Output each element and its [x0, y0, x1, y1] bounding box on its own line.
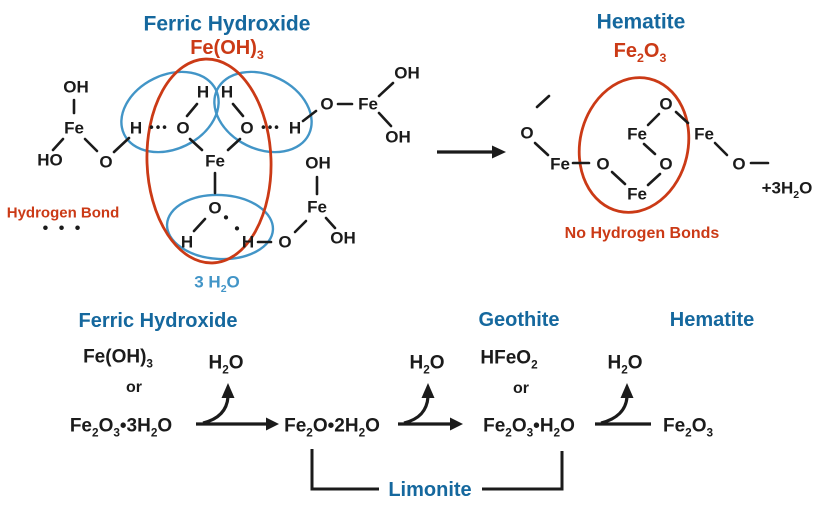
atom-label: O: [99, 152, 113, 172]
limonite-bracket: [310, 449, 564, 491]
atom-label: H: [288, 118, 302, 138]
step4-formula: Fe2O3: [662, 415, 714, 440]
atom-label: O: [208, 198, 222, 218]
atom-label: OH: [330, 228, 356, 248]
atom-label: O: [278, 232, 292, 252]
hydrogen-bond-dots: •: [234, 220, 240, 238]
atom-label: Fe: [627, 184, 647, 204]
hematite-formula: Fe2O3: [613, 40, 667, 65]
atom-label: O: [596, 154, 610, 174]
step1-title: Ferric Hydroxide: [78, 310, 238, 332]
water-out-2: H2O: [409, 352, 445, 377]
atom-label: H: [241, 232, 255, 252]
water-released-label: 3 H2O: [194, 272, 240, 295]
atom-label: OH: [385, 127, 411, 147]
atom-label: Fe: [627, 124, 647, 144]
step1-or-label: or: [126, 379, 142, 396]
atom-label: H: [129, 118, 143, 138]
bond-lines-right: [533, 94, 770, 187]
atom-label: Fe: [694, 124, 714, 144]
step3-formula: Fe2O3•H2O: [483, 415, 575, 440]
water-out-3: H2O: [607, 352, 643, 377]
atom-label: Fe: [64, 118, 84, 138]
step2-formula: Fe2O•2H2O: [284, 415, 380, 440]
main-reaction-arrow: [437, 145, 506, 159]
formula-unit-outlines: [145, 57, 691, 265]
ferric-hydroxide-title: Ferric Hydroxide: [143, 12, 311, 36]
atom-label: HO: [37, 150, 63, 170]
dehydration-arrow-2: [398, 383, 463, 431]
water-unit-outlines: [120, 70, 313, 261]
byproduct-water-label: +3H2O: [761, 178, 813, 201]
step3-or-label: or: [513, 380, 529, 397]
no-hydrogen-bonds-label: No Hydrogen Bonds: [564, 225, 720, 242]
atom-label: H: [220, 82, 234, 102]
step1-alt-formula: Fe(OH)3: [83, 346, 153, 371]
atom-label: OH: [394, 63, 420, 83]
hematite-title: Hematite: [596, 10, 686, 34]
atom-label: O: [320, 94, 334, 114]
hydrogen-bond-dots: •••: [261, 119, 281, 135]
atom-label: O: [732, 154, 746, 174]
atom-label: OH: [63, 77, 89, 97]
step3-alt-formula: HFeO2: [480, 347, 538, 372]
water-out-1: H2O: [208, 352, 244, 377]
atom-label: O: [520, 123, 534, 143]
hydrogen-bond-label: Hydrogen Bond: [6, 204, 120, 222]
atom-label: Fe: [550, 154, 570, 174]
atom-label: Fe: [358, 94, 378, 114]
atom-label: Fe: [307, 197, 327, 217]
ferric-hydroxide-formula: Fe(OH)3: [190, 37, 264, 62]
atom-label: O: [659, 154, 673, 174]
step1-formula: Fe2O3•3H2O: [69, 415, 173, 440]
limonite-label: Limonite: [388, 479, 472, 501]
atom-label: O: [240, 118, 254, 138]
atom-label: OH: [305, 153, 331, 173]
atom-label: O: [659, 94, 673, 114]
hydrogen-bond-legend-dots: • • •: [42, 220, 84, 237]
hydrogen-bond-dots: •••: [149, 119, 169, 135]
bond-lines-left: [51, 81, 395, 244]
dehydration-arrow-3: [595, 383, 651, 426]
atom-label: H: [196, 82, 210, 102]
atom-label: Fe: [205, 151, 225, 171]
atom-label: H: [180, 232, 194, 252]
step4-title: Hematite: [669, 309, 755, 331]
step3-title: Geothite: [478, 309, 560, 331]
atom-label: O: [176, 118, 190, 138]
dehydration-arrow-1: [196, 383, 279, 431]
hydrogen-bond-dots: •: [223, 209, 229, 227]
